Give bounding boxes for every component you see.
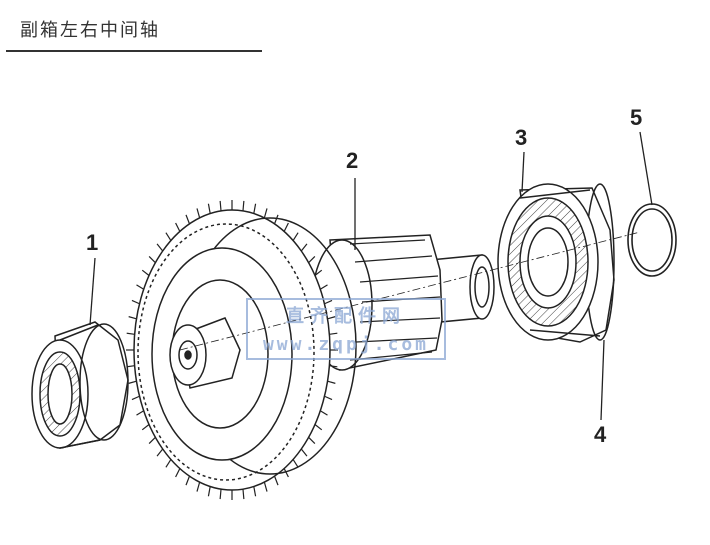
gear-tooth bbox=[283, 222, 289, 232]
gear-tooth bbox=[165, 232, 172, 241]
gear-tooth bbox=[131, 299, 140, 305]
callout-2: 2 bbox=[346, 148, 359, 173]
gear-tooth bbox=[263, 208, 268, 219]
gear-tooth bbox=[175, 222, 181, 232]
gear-tooth bbox=[136, 410, 145, 416]
gear-tooth bbox=[324, 395, 333, 401]
gear-tooth bbox=[126, 332, 135, 335]
callout-3: 3 bbox=[515, 125, 528, 150]
gear-tooth bbox=[207, 486, 211, 497]
gear-tooth bbox=[253, 486, 257, 497]
gear-tooth bbox=[242, 200, 245, 211]
callout-5: 5 bbox=[630, 105, 643, 130]
gear-tooth bbox=[196, 481, 201, 492]
gear-tooth bbox=[319, 284, 328, 290]
gear-tooth bbox=[156, 243, 164, 252]
gear-tooth bbox=[300, 448, 308, 457]
gear-tooth bbox=[319, 410, 328, 416]
gear-tooth bbox=[128, 316, 137, 320]
gear-tooth bbox=[185, 475, 191, 486]
gear-tooth bbox=[136, 284, 145, 290]
gear-tooth bbox=[175, 468, 181, 478]
gear-tooth bbox=[253, 203, 257, 214]
callout-4: 4 bbox=[594, 422, 607, 447]
gear-tooth bbox=[148, 436, 156, 444]
gear-tooth bbox=[329, 365, 338, 368]
gear-tooth bbox=[196, 208, 201, 219]
watermark: 直齐配件网 www.zqpj.com bbox=[246, 298, 446, 360]
gear-tooth bbox=[131, 395, 140, 401]
gear-tooth bbox=[327, 316, 336, 320]
watermark-line2: www.zqpj.com bbox=[262, 334, 430, 355]
leader-lines bbox=[89, 131, 653, 421]
gear-tooth bbox=[219, 200, 222, 211]
gear-tooth bbox=[314, 424, 323, 431]
watermark-line1: 直齐配件网 bbox=[286, 306, 406, 327]
gear-tooth bbox=[329, 332, 338, 335]
gear-tooth bbox=[165, 459, 172, 468]
gear-tooth bbox=[219, 489, 222, 500]
axis-centerline bbox=[179, 231, 641, 351]
gear-tooth bbox=[308, 436, 316, 444]
gear-tooth bbox=[273, 475, 279, 486]
gear-tooth bbox=[148, 256, 156, 264]
gear-tooth bbox=[327, 380, 336, 384]
gear-tooth bbox=[141, 424, 150, 431]
gear-tooth bbox=[283, 468, 289, 478]
gear-tooth bbox=[185, 214, 191, 225]
ball-bearing bbox=[497, 183, 615, 343]
title-underline bbox=[6, 50, 262, 52]
gear-tooth bbox=[300, 243, 308, 252]
gear-tooth bbox=[242, 489, 245, 500]
gear-tooth bbox=[126, 365, 135, 368]
gear-tooth bbox=[273, 214, 279, 225]
gear-tooth bbox=[207, 203, 211, 214]
gear-tooth bbox=[314, 269, 323, 276]
gear-tooth bbox=[292, 232, 299, 241]
roller-bearing bbox=[31, 321, 129, 449]
gear-tooth bbox=[156, 448, 164, 457]
snap-ring bbox=[627, 203, 677, 277]
gear-tooth bbox=[141, 269, 150, 276]
gear-tooth bbox=[263, 481, 268, 492]
countershaft-gear bbox=[126, 200, 495, 500]
gear-tooth bbox=[324, 299, 333, 305]
callout-1: 1 bbox=[86, 230, 99, 255]
page-title: 副箱左右中间轴 bbox=[20, 20, 160, 41]
gear-tooth bbox=[292, 459, 299, 468]
gear-tooth bbox=[128, 380, 137, 384]
gear-tooth bbox=[308, 256, 316, 264]
